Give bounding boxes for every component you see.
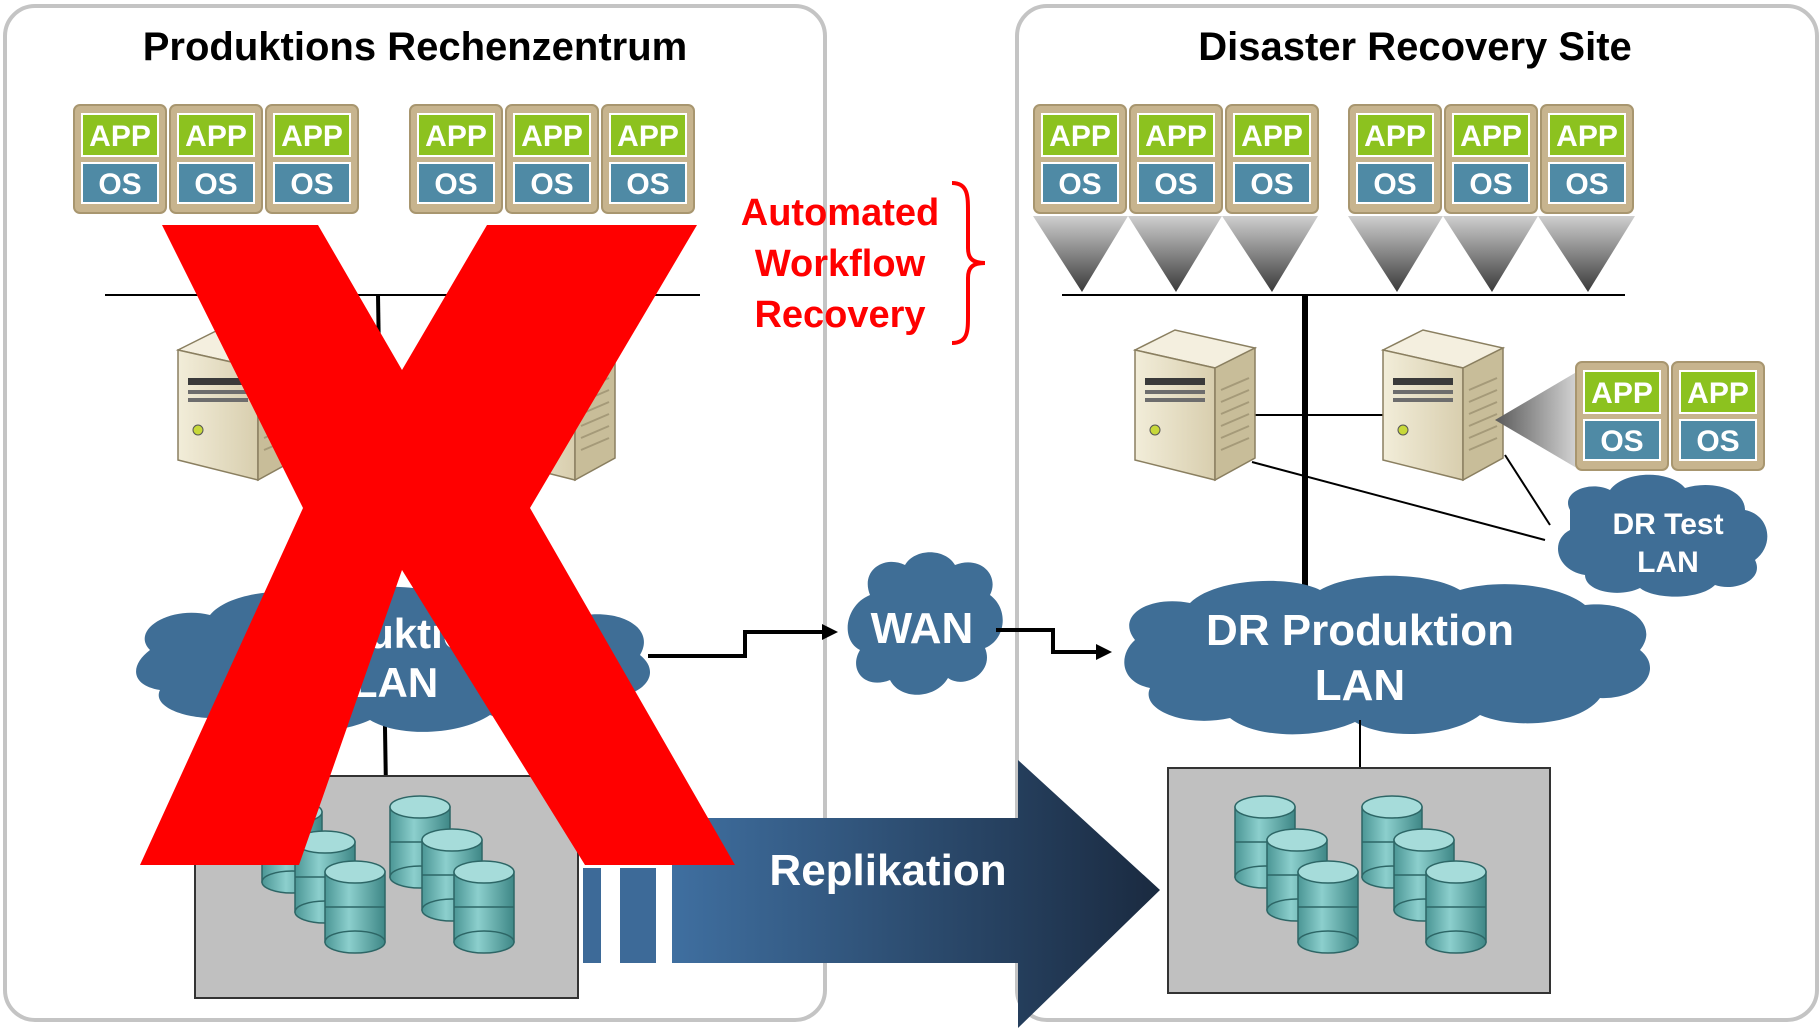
os-label: OS: [1565, 168, 1608, 201]
dr-db-cylinder: [1425, 860, 1487, 954]
test-lan-link-2: [1504, 454, 1551, 526]
right-vm: APP OS: [1540, 104, 1634, 214]
os-label: OS: [1154, 168, 1197, 201]
dr-test-lan-cloud: DR Test LAN: [1558, 474, 1768, 597]
right-vm-cone: [1538, 216, 1635, 292]
left-db-cylinder: [324, 860, 386, 954]
app-label: APP: [425, 120, 487, 153]
test-vm: APP OS: [1575, 361, 1669, 471]
dr-storage-box: [1167, 767, 1551, 994]
app-label: APP: [1460, 120, 1522, 153]
right-vm: APP OS: [1348, 104, 1442, 214]
os-label: OS: [290, 168, 333, 201]
recovery-line-2: Workflow: [755, 243, 926, 285]
right-vm-cone: [1348, 216, 1443, 292]
app-label: APP: [1591, 377, 1653, 410]
app-label: APP: [1687, 377, 1749, 410]
app-label: APP: [281, 120, 343, 153]
recovery-line-3: Recovery: [754, 294, 925, 336]
right-vm: APP OS: [1033, 104, 1127, 214]
app-label: APP: [521, 120, 583, 153]
replication-arrow: Replikation: [583, 760, 1160, 1028]
left-vm: APP OS: [169, 104, 263, 214]
failure-x-mark: [140, 225, 735, 865]
os-label: OS: [1600, 425, 1643, 458]
dr-lan-label: DR Produktion: [1206, 606, 1514, 655]
os-label: OS: [530, 168, 573, 201]
test-vm: APP OS: [1671, 361, 1765, 471]
dr-db-cylinder: [1297, 860, 1359, 954]
left-site-title: Produktions Rechenzentrum: [143, 25, 688, 69]
left-vm: APP OS: [409, 104, 503, 214]
app-label: APP: [185, 120, 247, 153]
app-label: APP: [1049, 120, 1111, 153]
left-vm: APP OS: [601, 104, 695, 214]
dr-test-lan-label: DR Test: [1612, 508, 1723, 541]
left-wan-link: [648, 630, 830, 658]
os-label: OS: [1696, 425, 1739, 458]
os-label: OS: [434, 168, 477, 201]
right-vm-cone: [1222, 216, 1318, 292]
recovery-note: Automated Workflow Recovery: [741, 181, 986, 345]
wan-label: WAN: [871, 604, 974, 653]
right-vm-cone: [1033, 216, 1128, 292]
wan-arrowhead: [822, 624, 838, 640]
dr-lan-cloud: DR Produktion LAN: [1124, 575, 1651, 735]
recovery-line-1: Automated: [741, 192, 939, 234]
os-label: OS: [1373, 168, 1416, 201]
dr-test-lan-label-2: LAN: [1637, 546, 1699, 579]
right-server: [1134, 329, 1256, 481]
os-label: OS: [1058, 168, 1101, 201]
left-site-frame: [3, 4, 827, 1022]
dr-wan-arrowhead: [1096, 644, 1112, 660]
app-label: APP: [1364, 120, 1426, 153]
right-vm: APP OS: [1444, 104, 1538, 214]
app-label: APP: [1145, 120, 1207, 153]
test-vm-cone: [1495, 370, 1580, 470]
right-vm: APP OS: [1129, 104, 1223, 214]
recovery-brace: [951, 181, 986, 345]
left-db-cylinder: [453, 860, 515, 954]
app-label: APP: [1556, 120, 1618, 153]
os-label: OS: [1469, 168, 1512, 201]
dr-lan-label-2: LAN: [1315, 661, 1405, 710]
replication-label: Replikation: [769, 846, 1006, 895]
app-label: APP: [89, 120, 151, 153]
left-vm: APP OS: [505, 104, 599, 214]
os-label: OS: [98, 168, 141, 201]
left-vm: APP OS: [73, 104, 167, 214]
right-vm-cone: [1128, 216, 1222, 292]
dr-wan-link: [996, 628, 1100, 654]
right-server: [1382, 329, 1504, 481]
wan-cloud: WAN: [847, 552, 1003, 695]
right-vm: APP OS: [1225, 104, 1319, 214]
right-site-frame: [1015, 4, 1819, 1022]
right-site-title: Disaster Recovery Site: [1198, 25, 1632, 69]
right-vm-cone: [1443, 216, 1538, 292]
os-label: OS: [194, 168, 237, 201]
app-label: APP: [617, 120, 679, 153]
left-vm: APP OS: [265, 104, 359, 214]
app-label: APP: [1241, 120, 1303, 153]
os-label: OS: [626, 168, 669, 201]
test-lan-link-1: [1251, 461, 1546, 541]
os-label: OS: [1250, 168, 1293, 201]
